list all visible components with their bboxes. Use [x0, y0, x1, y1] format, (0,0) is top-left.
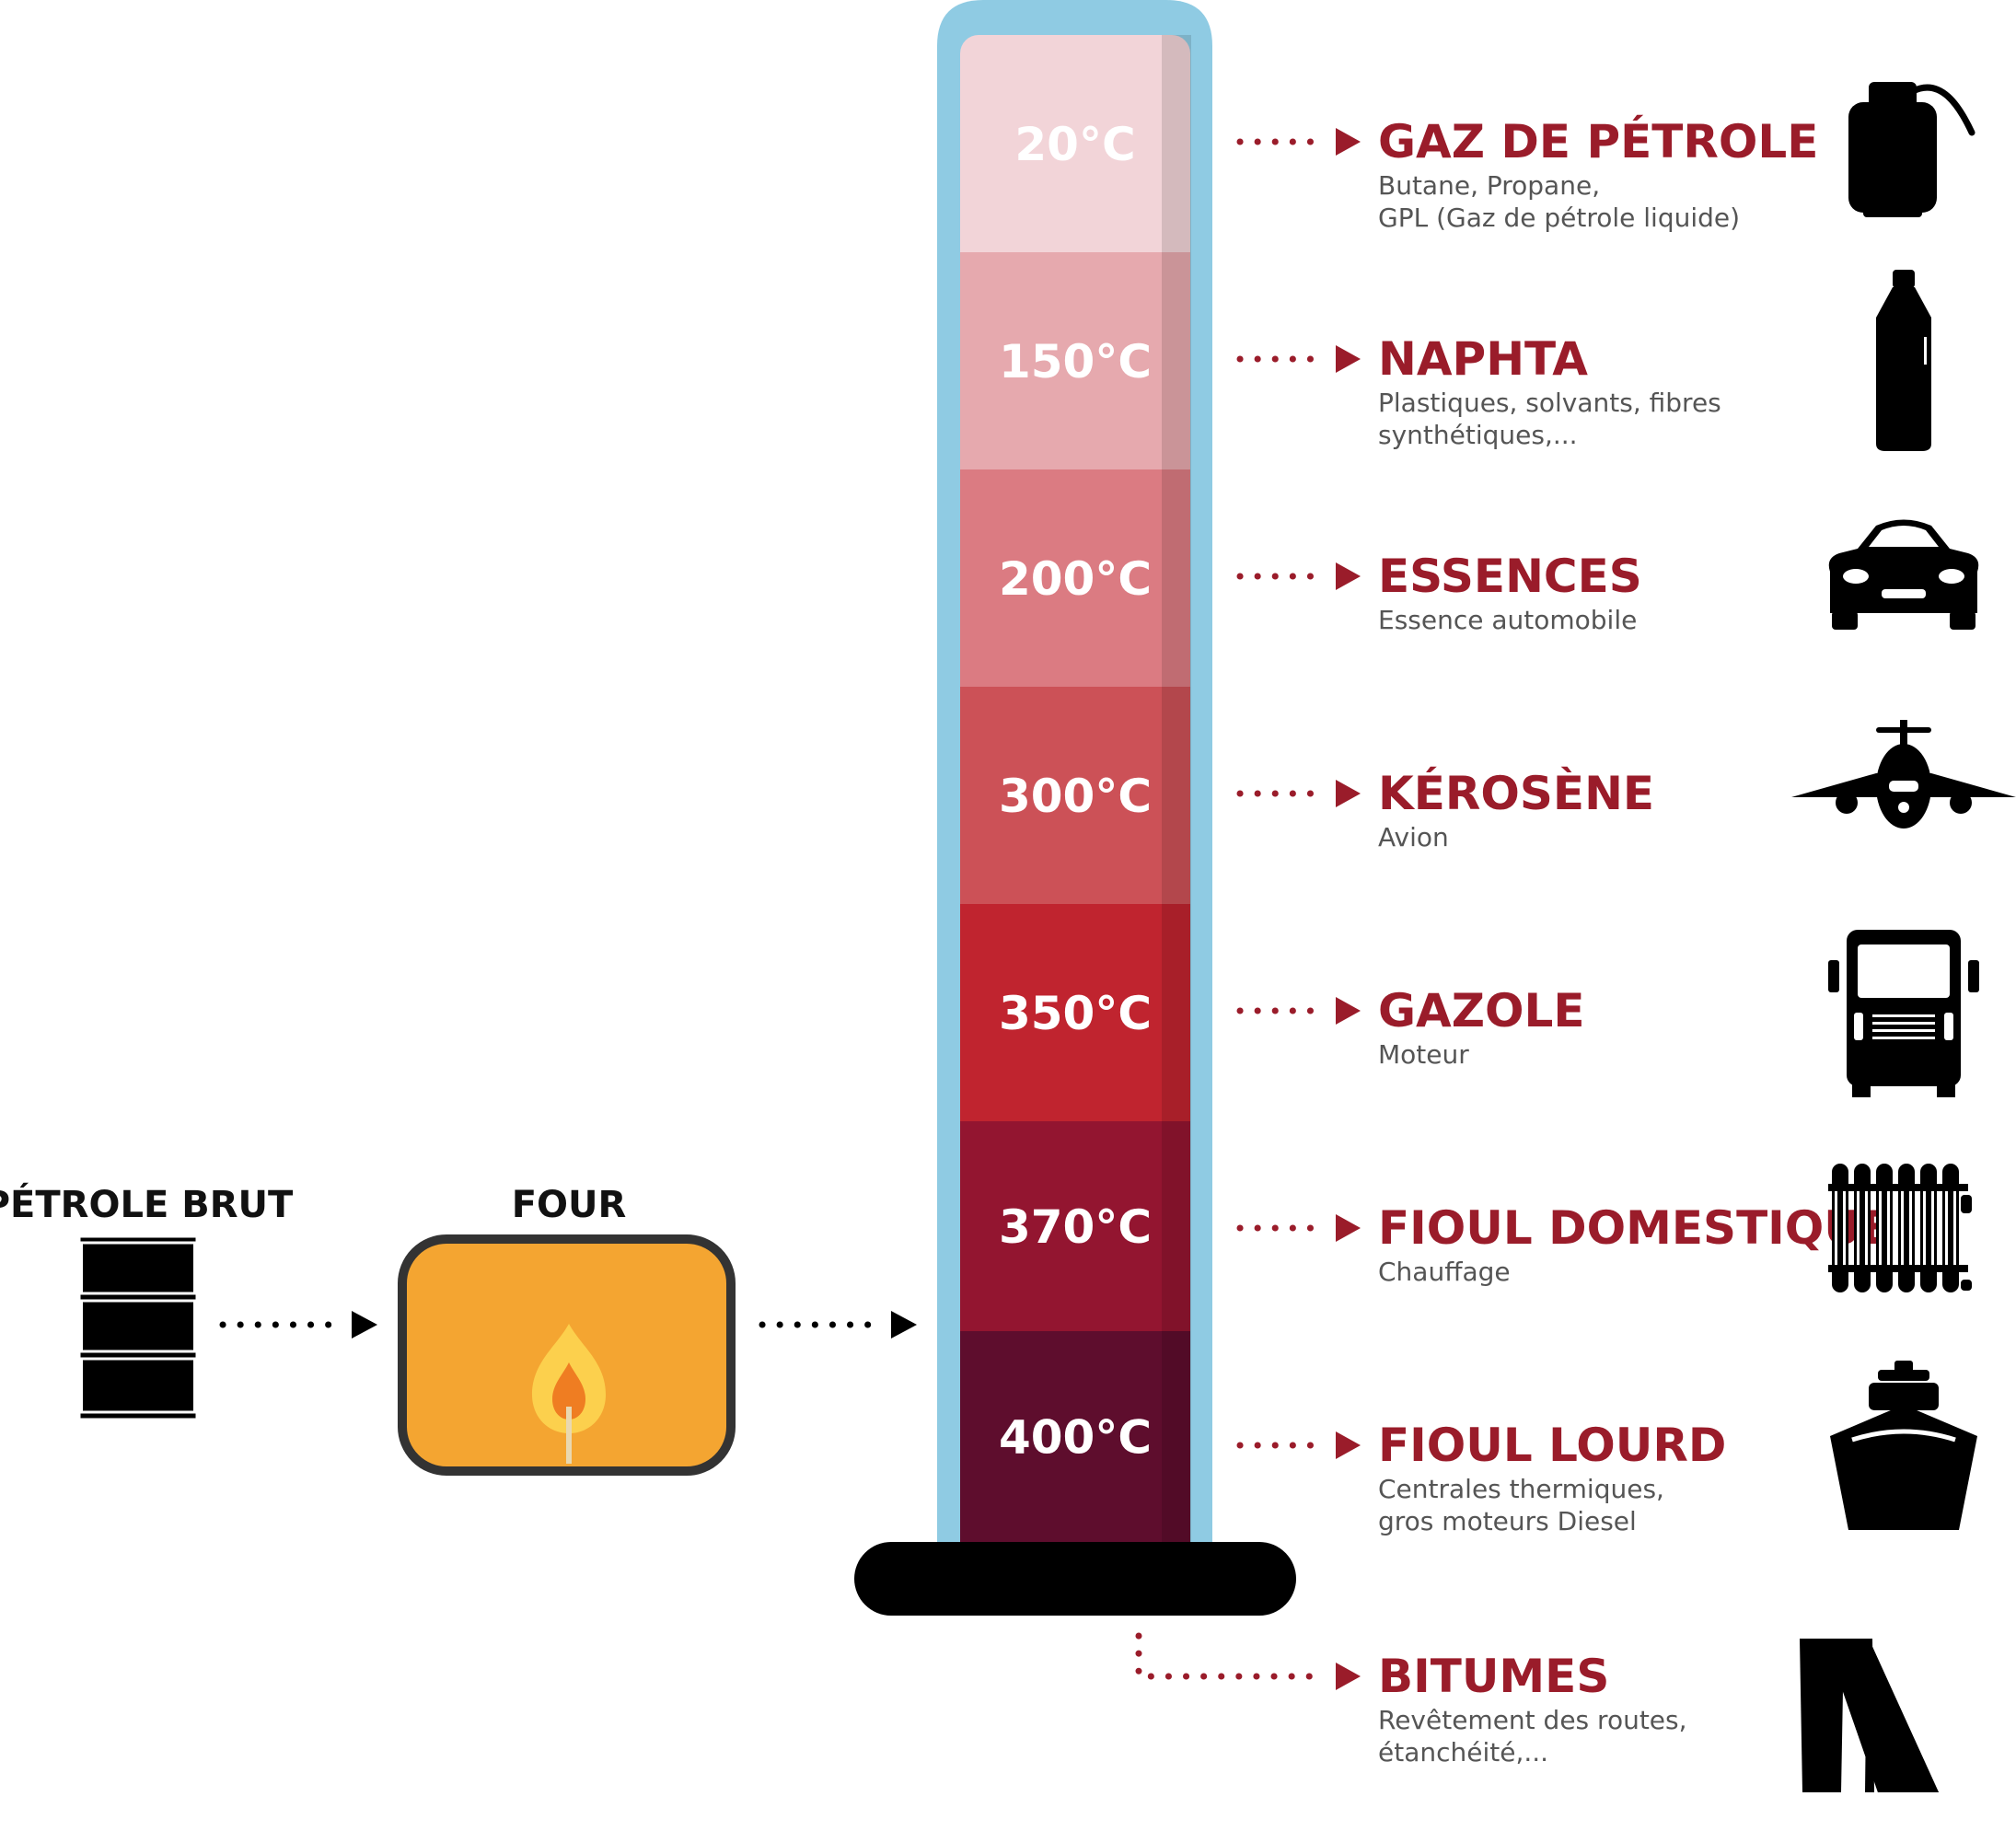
- temperature-label: 300°C: [999, 770, 1152, 823]
- residue-desc-2: étanchéité,...: [1378, 1737, 1548, 1767]
- residue-name: BITUMES: [1378, 1650, 1609, 1703]
- fraction-arrow-head: [1336, 1214, 1361, 1242]
- column-band: [960, 1331, 1190, 1542]
- column-band-fill: [960, 74, 1190, 252]
- fraction-arrow-head: [1336, 562, 1361, 590]
- plastic-bottle-icon: [1876, 270, 1931, 451]
- fraction-name: FIOUL LOURD: [1378, 1419, 1726, 1472]
- temperature-label: 370°C: [999, 1200, 1152, 1254]
- fraction-desc: Avion: [1378, 822, 1449, 852]
- road-icon: [1800, 1639, 1939, 1792]
- column-band: [960, 1121, 1190, 1331]
- fraction-name: KÉROSÈNE: [1378, 766, 1654, 820]
- fraction-desc: Centrales thermiques,: [1378, 1474, 1664, 1504]
- temperature-label: 20°C: [1014, 118, 1135, 171]
- fraction-name: ESSENCES: [1378, 550, 1642, 603]
- temperature-label: 350°C: [999, 987, 1152, 1040]
- fraction-desc: Butane, Propane,: [1378, 170, 1600, 201]
- column-band: [960, 252, 1190, 469]
- truck-icon: [1828, 930, 1979, 1097]
- temperature-label: 200°C: [999, 552, 1152, 606]
- temperature-label: 150°C: [999, 335, 1152, 388]
- airplane-icon: [1791, 720, 2016, 829]
- crude-oil-label: PÉTROLE BRUT: [0, 1182, 294, 1226]
- furnace-label: FOUR: [512, 1184, 627, 1226]
- radiator-icon: [1828, 1164, 1972, 1292]
- fraction-desc: Plastiques, solvants, fibres: [1378, 388, 1721, 418]
- residue-row: BITUMES Revêtement des routes, étanchéit…: [1135, 1632, 1939, 1792]
- flame-icon: [532, 1324, 606, 1464]
- column-band: [960, 687, 1190, 904]
- arrow-furnace-to-column: [759, 1311, 917, 1338]
- arrow-barrel-to-furnace: [219, 1311, 377, 1338]
- furnace-group: FOUR: [398, 1184, 736, 1476]
- column-base: [854, 1542, 1296, 1616]
- fraction-arrow-head: [1336, 1431, 1361, 1459]
- column-band: [960, 904, 1190, 1121]
- fraction-desc: Chauffage: [1378, 1257, 1511, 1287]
- fraction-desc: GPL (Gaz de pétrole liquide): [1378, 203, 1740, 233]
- fraction-arrow-head: [1336, 997, 1361, 1025]
- fraction-name: GAZOLE: [1378, 984, 1585, 1037]
- fraction-arrow-head: [1336, 780, 1361, 807]
- crude-oil-group: PÉTROLE BRUT: [0, 1182, 294, 1421]
- fraction-arrow-head: [1336, 345, 1361, 373]
- fraction-name: NAPHTA: [1378, 332, 1588, 386]
- fraction-desc: Moteur: [1378, 1039, 1469, 1070]
- fraction-name: GAZ DE PÉTROLE: [1378, 114, 1818, 168]
- arrow-residue: [1135, 1632, 1325, 1680]
- car-icon: [1828, 519, 1979, 630]
- ship-icon: [1830, 1361, 1977, 1530]
- fraction-name: FIOUL DOMESTIQUE: [1378, 1201, 1893, 1255]
- fraction-desc: synthétiques,...: [1378, 420, 1578, 450]
- temperature-label: 400°C: [999, 1411, 1152, 1465]
- residue-desc-1: Revêtement des routes,: [1378, 1705, 1687, 1735]
- fraction-desc: gros moteurs Diesel: [1378, 1506, 1637, 1536]
- oil-barrel-icon: [77, 1234, 199, 1421]
- fraction-desc: Essence automobile: [1378, 605, 1637, 635]
- column-band: [960, 469, 1190, 687]
- gas-cylinder-icon: [1848, 82, 1975, 217]
- column-highlight: [1162, 35, 1191, 1554]
- fraction-arrow-head: [1336, 128, 1361, 156]
